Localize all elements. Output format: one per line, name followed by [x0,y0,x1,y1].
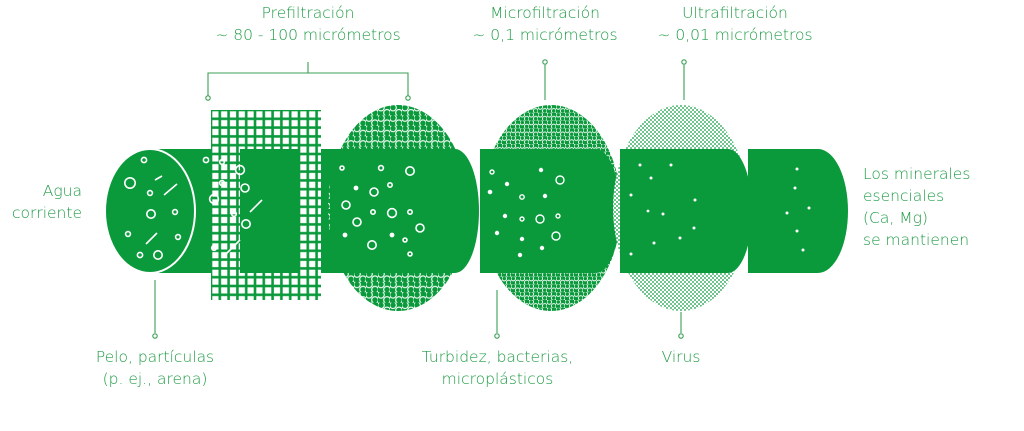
ultrafiltration-size: ~ 0,01 micrómetros [657,26,813,44]
input-line-2: corriente [11,204,82,222]
particles-stage-1 [339,164,425,257]
particles-minerals [785,167,811,252]
label-removed-turbidity: Turbidez, bacterias, microplásticos [400,346,595,390]
tube-segment-1 [240,149,300,273]
particles-inlet [124,156,263,261]
label-removed-hair: Pelo, partículas (p. ej., arena) [75,346,235,390]
label-output-minerals: Los minerales esenciales (Ca, Mg) se man… [863,163,1013,251]
hair-line-1: Pelo, partículas [95,348,215,366]
label-ultrafiltration: Ultrafiltración ~ 0,01 micrómetros [650,2,820,46]
prefiltration-size: ~ 80 - 100 micrómetros [215,26,401,44]
prefiltration-title: Prefiltración [261,4,355,22]
turbidity-line-2: microplásticos [441,370,554,388]
tube-segment-2 [330,149,479,273]
ultrafiltration-title: Ultrafiltración [682,4,788,22]
turbidity-line-1: Turbidez, bacterias, [421,348,574,366]
label-removed-virus: Virus [640,346,722,368]
hair-line-2: (p. ej., arena) [102,370,208,388]
outlet-tube [748,149,848,273]
input-line-1: Agua [42,182,82,200]
label-microfiltration: Microfiltración ~ 0,1 micrómetros [465,2,625,46]
output-line-4: se mantienen [863,231,970,249]
tube-segment-3 [480,149,620,273]
label-prefiltration: Prefiltración ~ 80 - 100 micrómetros [208,2,408,46]
microfiltration-size: ~ 0,1 micrómetros [472,26,618,44]
microfiltration-title: Microfiltración [490,4,600,22]
output-line-3: (Ca, Mg) [863,209,928,227]
tube-segment-4 [620,149,752,273]
output-line-1: Los minerales [863,165,971,183]
virus-line-1: Virus [661,348,701,366]
particles-stage-2 [487,167,565,258]
leader-lines [152,59,687,339]
particles-stage-3 [629,163,697,256]
output-line-2: esenciales [863,187,945,205]
label-input-water: Agua corriente [0,180,82,224]
